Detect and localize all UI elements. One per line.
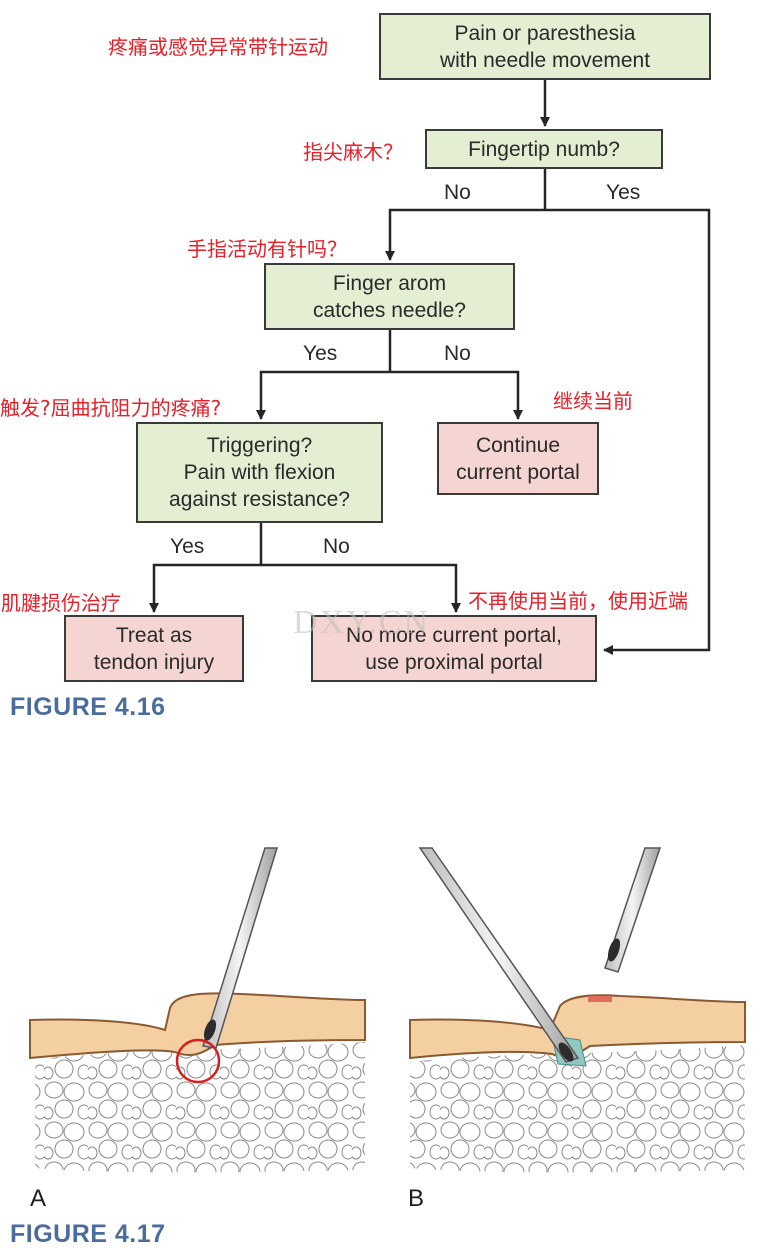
panel-label-b: B	[408, 1185, 425, 1212]
node-continue-portal: Continue current portal	[437, 422, 599, 495]
arrow-fingertip-no	[385, 208, 545, 261]
node-text-line: Triggering?	[206, 434, 313, 457]
node-text-line: Treat as	[115, 623, 193, 647]
node-pain-paresthesia: Pain or paresthesia with needle movement	[379, 13, 711, 80]
label-arom-no: No	[444, 342, 471, 365]
label-fingertip-yes: Yes	[606, 181, 641, 204]
annotation-pain: 疼痛或感觉异常带针运动	[108, 35, 328, 59]
watermark: DXY.CN	[293, 604, 431, 641]
node-text-line: use proximal portal	[365, 650, 543, 674]
label-fingertip-no: No	[444, 181, 471, 204]
flowchart-connectors	[149, 80, 711, 655]
node-fingertip-numb: Fingertip numb?	[425, 129, 663, 169]
highlight-circle-a	[175, 1038, 221, 1084]
node-triggering: Triggering? Pain with flexion against re…	[136, 422, 383, 523]
label-trig-no: No	[323, 535, 350, 558]
arrow-arom-no	[390, 370, 523, 420]
node-text-line: Pain or paresthesia	[454, 21, 636, 45]
node-text-line: tendon injury	[93, 650, 215, 674]
annotation-finger-arom: 手指活动有针吗？	[187, 237, 347, 261]
annotation-tendon: 肌腱损伤治疗	[1, 591, 121, 615]
node-text-line: Fingertip numb?	[468, 137, 620, 161]
annotation-continue: 继续当前	[553, 389, 633, 413]
node-text-line: Finger arom	[332, 271, 447, 295]
node-finger-arom: Finger arom catches needle?	[264, 263, 515, 330]
node-text-line: catches needle?	[313, 298, 466, 322]
annotation-triggering: 触发?屈曲抗阻力的疼痛?	[0, 396, 222, 420]
panel-b-drawing	[409, 847, 746, 1173]
node-text-line: Pain with flexion	[183, 461, 336, 484]
arrow-trig-no	[261, 563, 461, 613]
label-trig-yes: Yes	[170, 535, 205, 558]
node-text-line: against resistance?	[169, 488, 350, 511]
node-proximal-portal: No more current portal, use proximal por…	[311, 615, 597, 682]
panel-a-drawing	[29, 847, 366, 1173]
label-arom-yes: Yes	[303, 342, 338, 365]
figure-label-4-16: FIGURE 4.16	[10, 693, 166, 721]
injury-mark-b	[588, 996, 612, 1002]
arrow-trig-yes	[149, 563, 261, 613]
annotation-fingertip: 指尖麻木？	[303, 140, 403, 164]
arrow-arom-yes	[256, 370, 390, 420]
skin-layer-a	[29, 992, 366, 1060]
node-tendon-injury: Treat as tendon injury	[64, 615, 244, 682]
figure-label-4-17: FIGURE 4.17	[10, 1220, 166, 1248]
node-text-line: No more current portal,	[346, 623, 562, 647]
panel-label-a: A	[30, 1185, 47, 1212]
arrow-fingertip-yes	[545, 208, 711, 655]
node-text-line: current portal	[456, 460, 580, 484]
node-text-line: Continue	[475, 433, 561, 457]
annotation-no-more: 不再使用当前，使用近端	[468, 589, 688, 613]
needle-b-withdrawn	[604, 847, 662, 973]
needle-b-oblique	[418, 847, 580, 1063]
needle-illustration	[29, 847, 746, 1173]
node-text-line: with needle movement	[439, 48, 651, 72]
